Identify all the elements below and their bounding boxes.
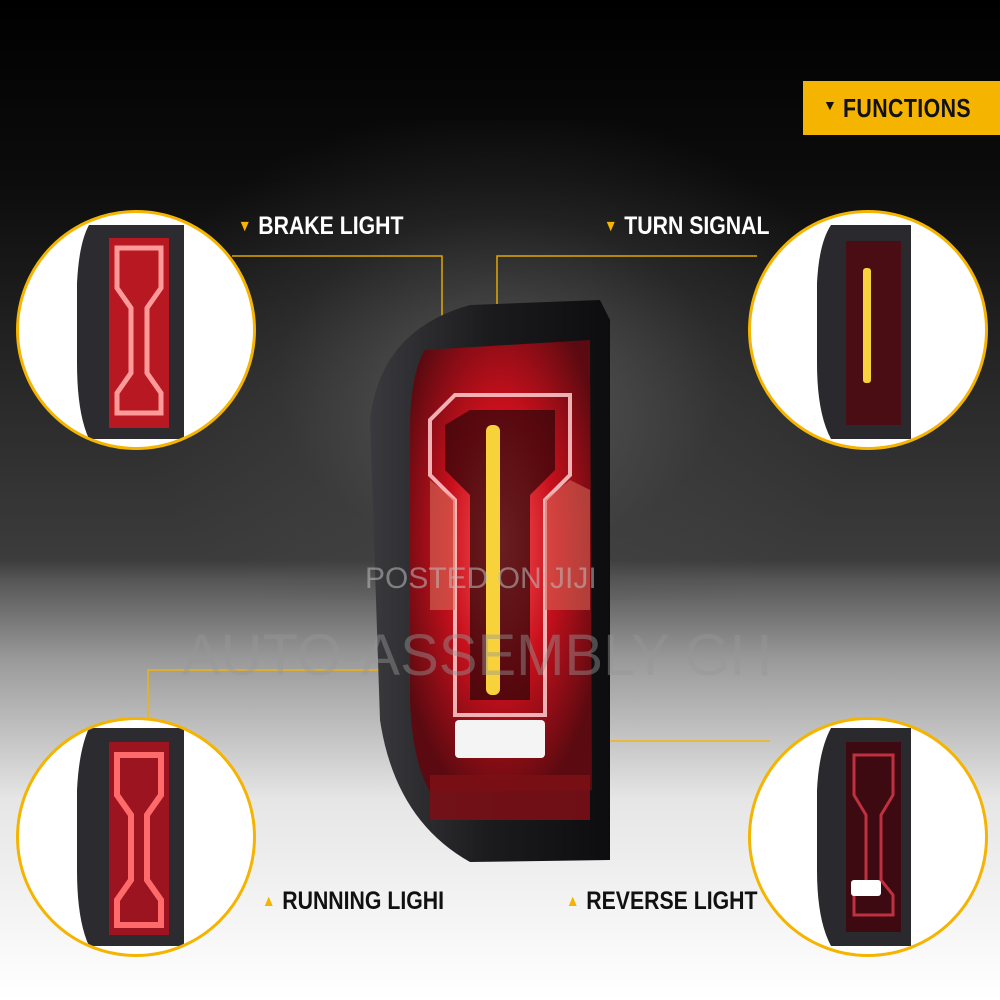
- running-light-detail: [16, 717, 256, 957]
- reverse-light-label: ▲ REVERSE LIGHT: [566, 887, 757, 916]
- turn-signal-detail: [748, 210, 988, 450]
- watermark-brand: AUTO-ASSEMBLY GH: [182, 623, 772, 688]
- caret-up-icon: ▲: [262, 893, 276, 910]
- brake-lamp-closeup: [77, 225, 184, 439]
- brake-light-detail: [16, 210, 256, 450]
- caret-up-icon: ▲: [566, 893, 580, 910]
- turn-lamp-closeup: [817, 225, 911, 439]
- banner-caret-icon: ▼: [823, 97, 837, 113]
- running-light-text: RUNNING LIGHI: [282, 887, 445, 915]
- banner-label: FUNCTIONS: [842, 92, 971, 123]
- caret-down-icon: ▼: [238, 218, 252, 235]
- reverse-light-detail: [748, 717, 988, 957]
- running-lamp-closeup: [77, 728, 184, 946]
- running-light-label: ▲ RUNNING LIGHI: [262, 887, 444, 916]
- caret-down-icon: ▼: [604, 218, 618, 235]
- turn-signal-label: ▼ TURN SIGNAL: [604, 212, 769, 241]
- reverse-light-text: REVERSE LIGHT: [586, 887, 758, 915]
- turn-signal-text: TURN SIGNAL: [624, 212, 770, 240]
- brake-light-label: ▼ BRAKE LIGHT: [238, 212, 403, 241]
- reverse-lamp-closeup: [817, 728, 911, 946]
- functions-banner: ▼ FUNCTIONS: [803, 81, 1000, 135]
- watermark-posted: POSTED ON JIJI: [365, 562, 597, 595]
- brake-light-text: BRAKE LIGHT: [258, 212, 404, 240]
